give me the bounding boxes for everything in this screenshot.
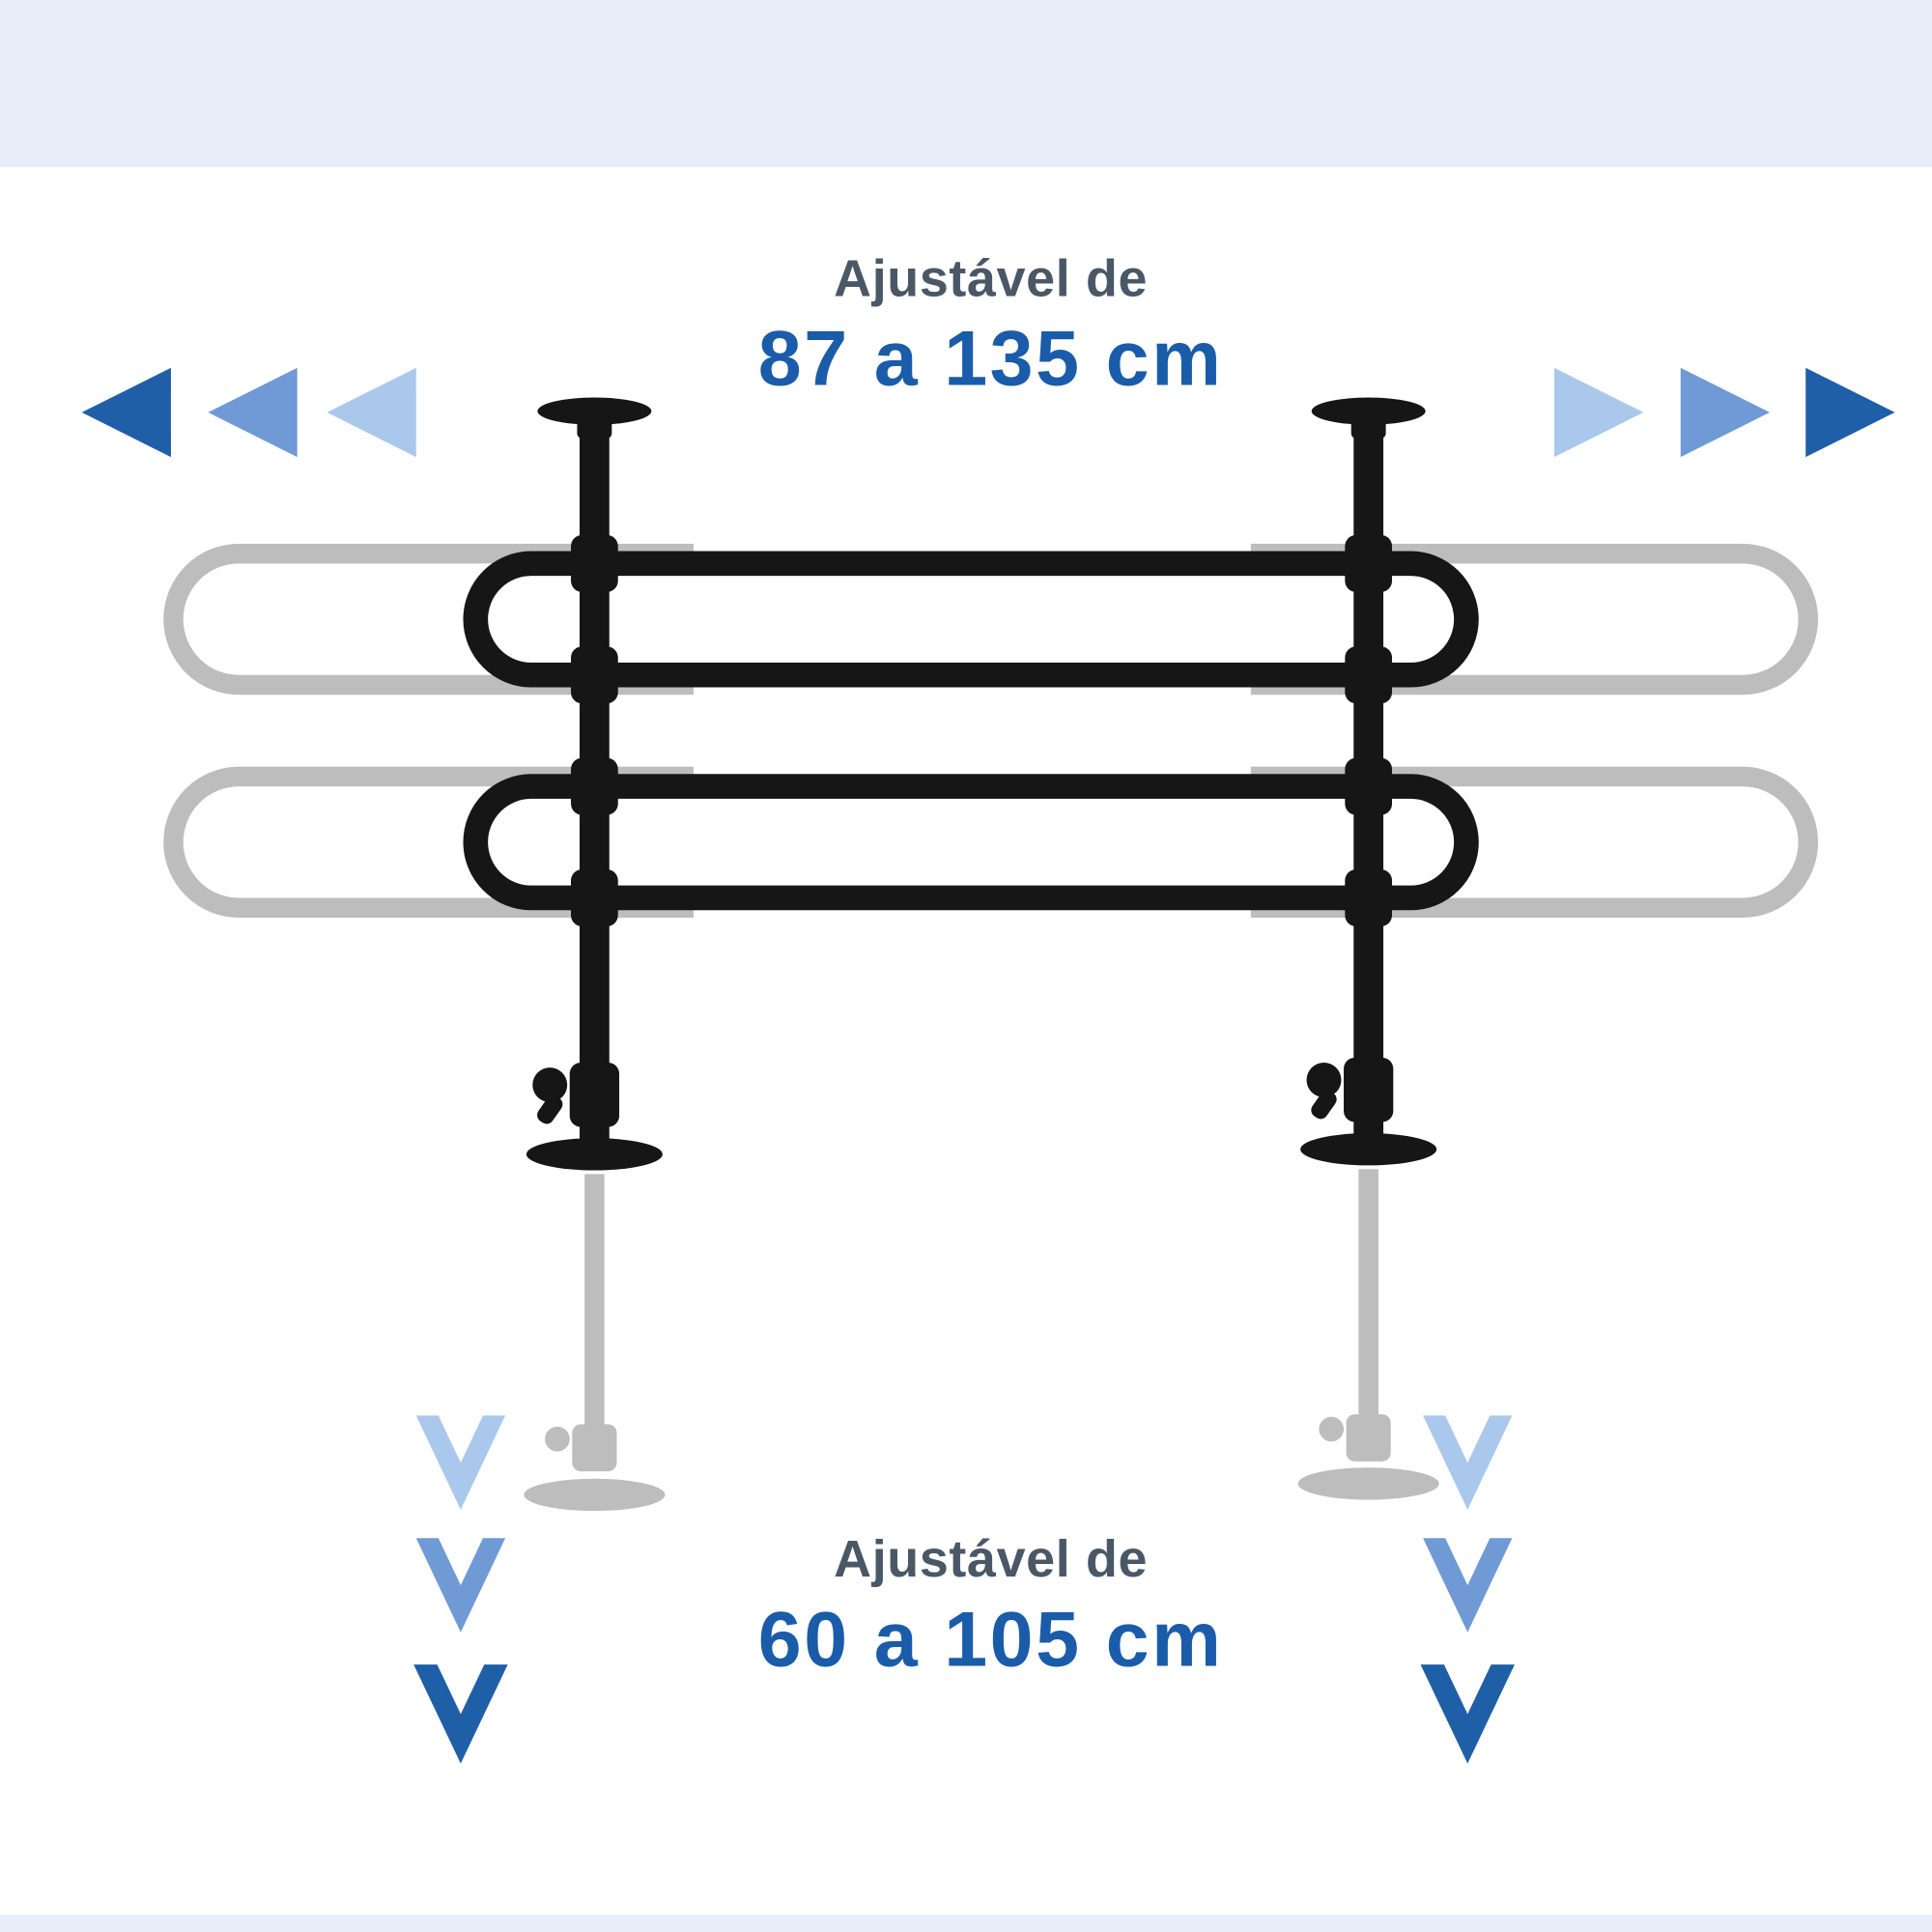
height-arrows-left (413, 1415, 508, 1764)
arrow-down-dark-icon (1420, 1664, 1515, 1764)
barrier-top-stem-left (577, 411, 612, 439)
height-adjust-value: 60 a 105 cm (757, 1596, 1224, 1684)
height-adjust-label: Ajustável de (834, 1529, 1149, 1588)
barrier-fittings (526, 397, 1437, 1171)
arrow-right-medium-icon (1680, 367, 1771, 458)
width-arrows-right (1553, 367, 1895, 458)
ghost-tube-lower-right (1250, 766, 1819, 918)
arrow-down-light-icon (415, 1415, 506, 1510)
barrier-lock-clamp-left (569, 1062, 620, 1127)
barrier-lock-wing-right (1311, 1090, 1337, 1120)
ghost-clamp-left (572, 1424, 617, 1472)
barrier-foot-right (1300, 1133, 1437, 1166)
arrow-down-medium-icon (1423, 1538, 1513, 1633)
width-adjust-value: 87 a 135 cm (757, 315, 1224, 403)
ghost-knob-right (1319, 1416, 1345, 1442)
height-arrows-right (1420, 1415, 1515, 1764)
ghost-foot-left (524, 1478, 666, 1512)
barrier-tubes (463, 427, 1479, 1143)
barrier-cross-clamps-left (571, 534, 618, 926)
ghost-knob-left (545, 1426, 570, 1452)
arrow-left-dark-icon (81, 367, 171, 458)
top-background-band (0, 0, 1932, 168)
ghost-foot-right (1297, 1467, 1439, 1500)
arrow-right-light-icon (1553, 367, 1644, 458)
arrow-right-dark-icon (1805, 367, 1895, 458)
barrier-foot-left (526, 1138, 663, 1171)
arrow-down-medium-icon (415, 1538, 506, 1633)
ghost-fittings (524, 1414, 1439, 1512)
bottom-background-band (0, 1915, 1932, 1932)
ghost-tube-upper-right (1250, 543, 1819, 696)
arrow-down-light-icon (1423, 1415, 1513, 1510)
arrow-down-dark-icon (413, 1664, 508, 1764)
width-adjust-label: Ajustável de (834, 248, 1149, 307)
barrier-lock-knob-right (1306, 1062, 1342, 1097)
ghost-tubes (163, 543, 1819, 1469)
barrier-lock-wing-left (537, 1094, 563, 1124)
barrier-top-stem-right (1350, 411, 1386, 439)
arrow-left-medium-icon (208, 367, 298, 458)
barrier-lock-knob-left (532, 1067, 568, 1103)
arrow-left-light-icon (327, 367, 416, 458)
barrier-lock-clamp-right (1344, 1057, 1394, 1122)
ghost-tube-lower-left (163, 766, 694, 918)
width-arrows-left (81, 367, 416, 458)
barrier-loop-upper (463, 551, 1479, 688)
ghost-clamp-right (1346, 1414, 1391, 1462)
barrier-cross-clamps-right (1345, 534, 1393, 926)
ghost-tube-upper-left (163, 543, 694, 696)
barrier-loop-lower (463, 774, 1479, 911)
